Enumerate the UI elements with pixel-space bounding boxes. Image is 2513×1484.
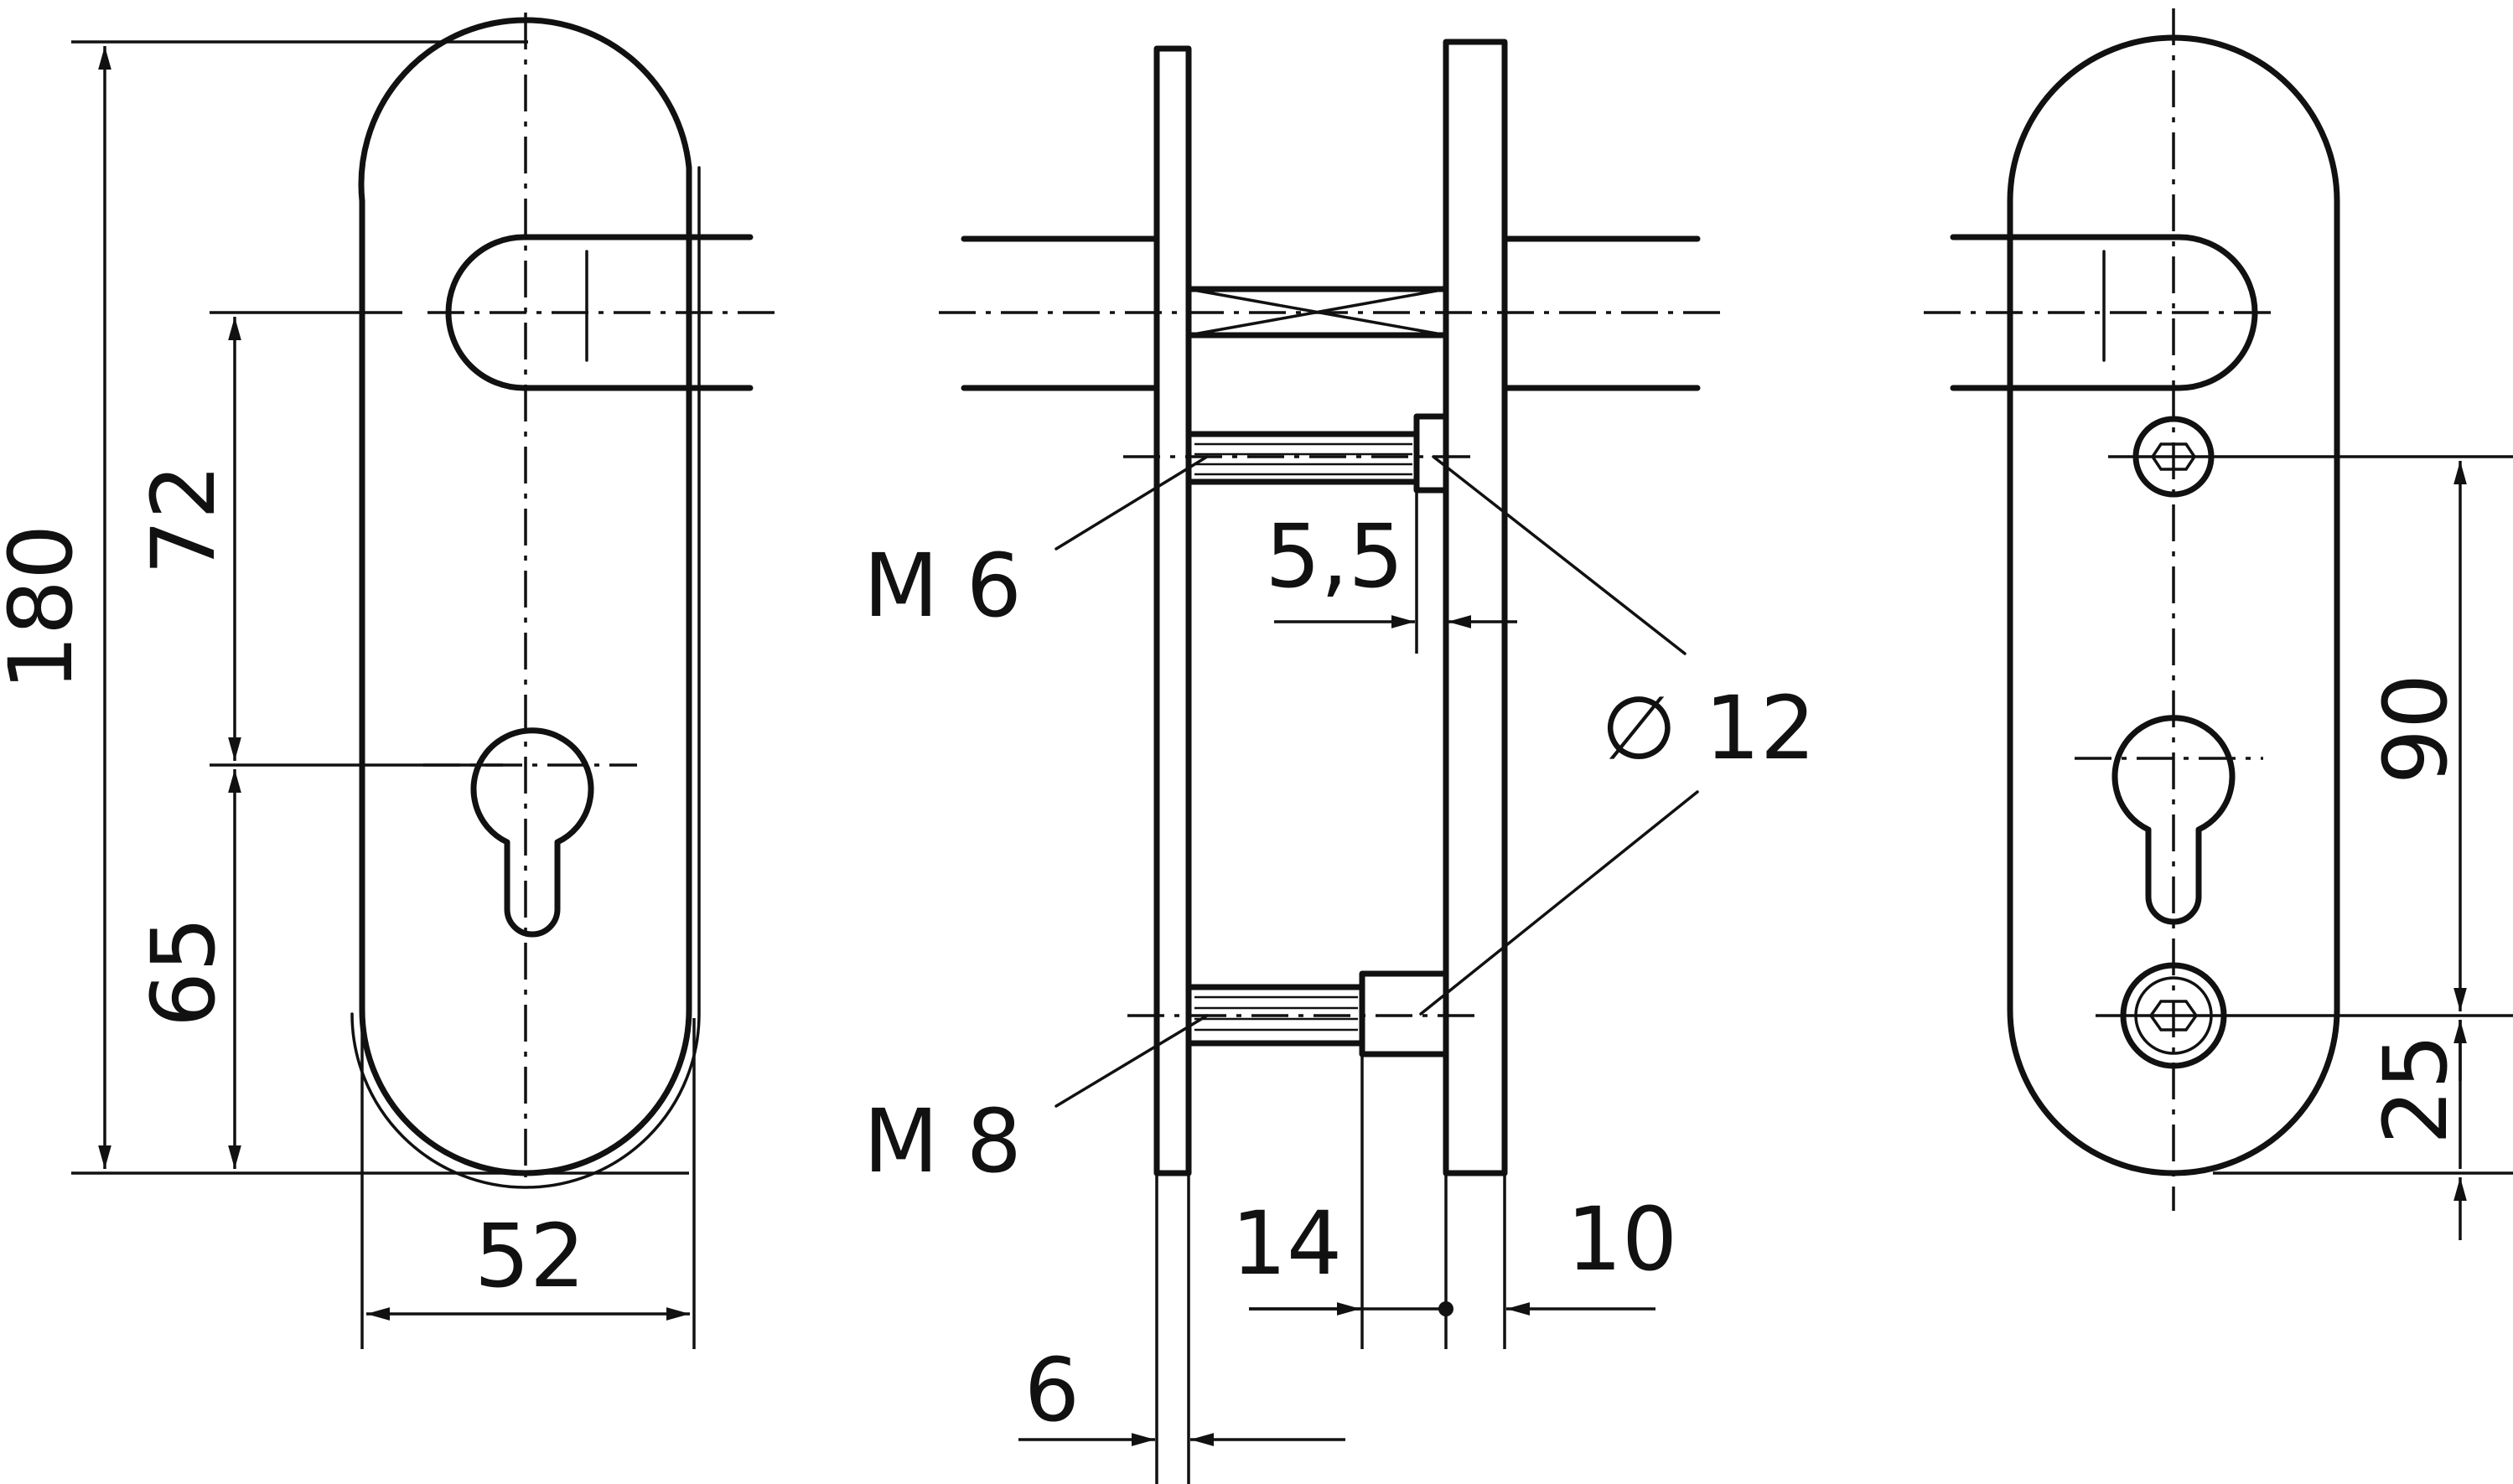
section-left-plate (1153, 45, 1192, 1176)
dim-25-label: 25 (2365, 1034, 2467, 1145)
dim-10-label: 10 (1567, 1188, 1677, 1290)
leader-m6 (1054, 455, 1209, 551)
back-view: 90 25 (1924, 8, 2513, 1240)
thread-m6-label: M 6 (863, 535, 1022, 637)
dim-65-label: 65 (132, 917, 235, 1027)
dim-6-label: 6 (1024, 1339, 1080, 1441)
front-keyhole (470, 727, 594, 938)
front-plate-outline (358, 17, 692, 1176)
leader-diameter-bottom (1419, 790, 1699, 1016)
leader-m8 (1054, 1014, 1209, 1108)
dim-72-label: 72 (132, 464, 235, 575)
dim-180-label: 180 (0, 525, 92, 691)
leader-diameter-top (1432, 455, 1687, 655)
dim-52-label: 52 (474, 1205, 585, 1307)
section-view: M 6 M 8 5,5 ∅ 12 14 10 6 (863, 39, 1816, 1484)
dim-5-5-label: 5,5 (1265, 505, 1403, 608)
dim-90-label: 90 (2365, 674, 2467, 784)
front-plate-inner-outline (350, 166, 701, 1189)
diameter-12-label: ∅ 12 (1601, 677, 1816, 779)
front-view: 180 72 65 52 (0, 13, 780, 1349)
section-top-screw-head (1413, 413, 1449, 494)
section-bottom-screw-sleeve (1359, 970, 1449, 1057)
thread-m8-label: M 8 (863, 1090, 1022, 1192)
section-right-plate (1443, 39, 1508, 1176)
back-plate-outline (2007, 34, 2340, 1176)
back-keyhole (2111, 715, 2236, 925)
dim-14-label: 14 (1231, 1192, 1342, 1295)
